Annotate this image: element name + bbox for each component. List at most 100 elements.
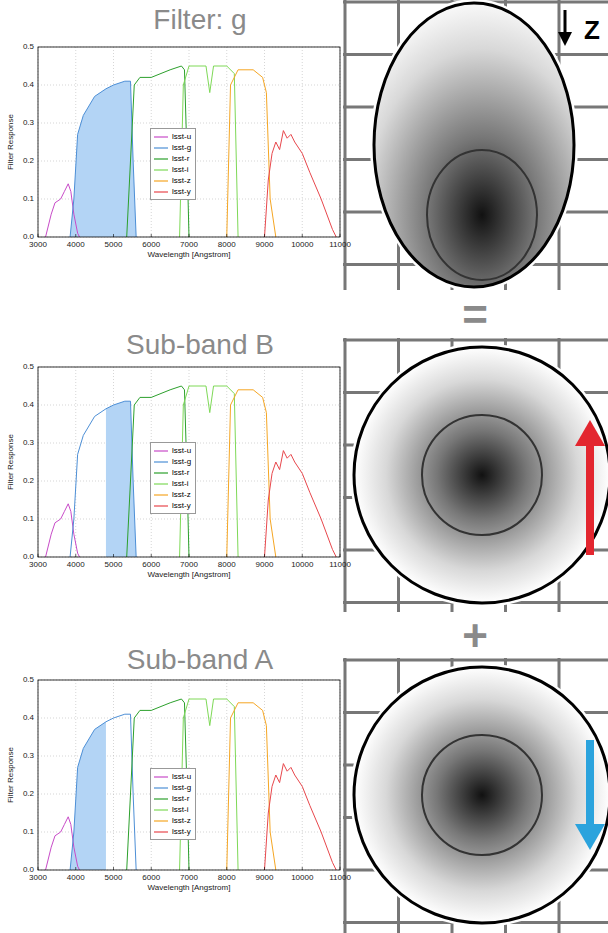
legend-row: lsst-u (154, 445, 191, 456)
filter-curve (265, 131, 337, 237)
plot-frame (38, 367, 340, 557)
axis-title: Wavelength [Angstrom] (148, 571, 231, 579)
tick-mark (302, 234, 303, 237)
legend-row: lsst-r (154, 467, 191, 478)
filter-curve (70, 714, 136, 870)
legend-row: lsst-y (154, 826, 191, 837)
legend-row: lsst-u (154, 131, 191, 142)
tick-label: 0.0 (23, 553, 34, 561)
tick-mark (113, 234, 114, 237)
legend-text: lsst-g (172, 457, 191, 466)
tick-label: 6000 (142, 561, 160, 569)
band-fill (70, 81, 136, 237)
legend-row: lsst-g (154, 782, 191, 793)
tick-label: 9000 (256, 874, 274, 882)
legend-row: lsst-z (154, 489, 191, 500)
psf-contour (422, 735, 542, 855)
psf-halo (350, 663, 608, 927)
legend-text: lsst-z (172, 176, 191, 185)
tick-label: 0.1 (23, 828, 34, 836)
legend-line-sample (154, 459, 168, 465)
tick-mark (264, 554, 265, 557)
legend-line-sample (154, 807, 168, 813)
pixel-grid (344, 658, 347, 933)
tick-mark (38, 867, 39, 870)
tick-mark (264, 234, 265, 237)
tick-mark (75, 234, 76, 237)
filter-curve (227, 70, 276, 237)
tick-label: 9000 (256, 241, 274, 249)
tick-mark (340, 234, 341, 237)
tick-mark (38, 554, 39, 557)
legend-text: lsst-r (172, 794, 189, 803)
tick-mark (340, 554, 341, 557)
tick-label: 7000 (180, 241, 198, 249)
grid-line (38, 718, 340, 719)
chart-legend: lsst-ulsst-glsst-rlsst-ilsst-zlsst-y (150, 442, 196, 514)
grid-line (302, 47, 303, 237)
tick-label: 5000 (105, 874, 123, 882)
legend-text: lsst-z (172, 816, 191, 825)
tick-label: 0.3 (23, 439, 34, 447)
pixel-grid (343, 339, 608, 342)
legend-text: lsst-y (172, 501, 191, 510)
legend-row: lsst-g (154, 142, 191, 153)
tick-mark (302, 554, 303, 557)
grid-line (264, 680, 265, 870)
axis-title: Wavelength [Angstrom] (148, 884, 231, 892)
psf-panel (343, 338, 608, 612)
filter-curve (227, 390, 276, 557)
legend-row: lsst-r (154, 793, 191, 804)
grid-line (38, 519, 340, 520)
tick-label: 7000 (180, 874, 198, 882)
tick-label: 0.4 (23, 401, 34, 409)
tick-label: 8000 (218, 874, 236, 882)
tick-label: 4000 (67, 874, 85, 882)
filter-curve (70, 81, 136, 237)
axis-title: Filter Response (7, 114, 15, 170)
filter-curve (265, 764, 337, 870)
psf-contour (422, 415, 542, 535)
tick-label: 0.0 (23, 233, 34, 241)
grid-line (264, 47, 265, 237)
operator-symbol: + (462, 614, 488, 658)
tick-label: 0.0 (23, 866, 34, 874)
tick-mark (264, 867, 265, 870)
tick-label: 0.2 (23, 477, 34, 485)
filter-curve (227, 703, 276, 870)
tick-label: 0.1 (23, 515, 34, 523)
pixel-grid (343, 659, 608, 662)
legend-text: lsst-r (172, 154, 189, 163)
grid-line (302, 680, 303, 870)
legend-line-sample (154, 134, 168, 140)
tick-label: 10000 (291, 874, 313, 882)
tick-mark (340, 867, 341, 870)
legend-row: lsst-z (154, 175, 191, 186)
psf-halo (350, 343, 608, 607)
tick-mark (189, 234, 190, 237)
tick-mark (189, 554, 190, 557)
tick-label: 0.1 (23, 195, 34, 203)
grid-line (302, 367, 303, 557)
tick-mark (226, 234, 227, 237)
tick-label: 0.5 (23, 676, 34, 684)
tick-label: 8000 (218, 561, 236, 569)
legend-text: lsst-i (172, 479, 188, 488)
tick-label: 0.5 (23, 43, 34, 51)
legend-row: lsst-r (154, 153, 191, 164)
grid-line (113, 680, 114, 870)
psf-panel (343, 658, 608, 933)
operator-symbol: = (462, 293, 488, 337)
tick-label: 5000 (105, 561, 123, 569)
psf-profile (374, 3, 574, 287)
legend-line-sample (154, 818, 168, 824)
chart-legend: lsst-ulsst-glsst-rlsst-ilsst-zlsst-y (150, 768, 196, 840)
legend-line-sample (154, 470, 168, 476)
pixel-grid (344, 338, 347, 612)
tick-mark (75, 867, 76, 870)
tick-label: 6000 (142, 874, 160, 882)
psf-profile (354, 667, 608, 923)
shift-arrow-up (575, 420, 605, 555)
tick-mark (151, 867, 152, 870)
